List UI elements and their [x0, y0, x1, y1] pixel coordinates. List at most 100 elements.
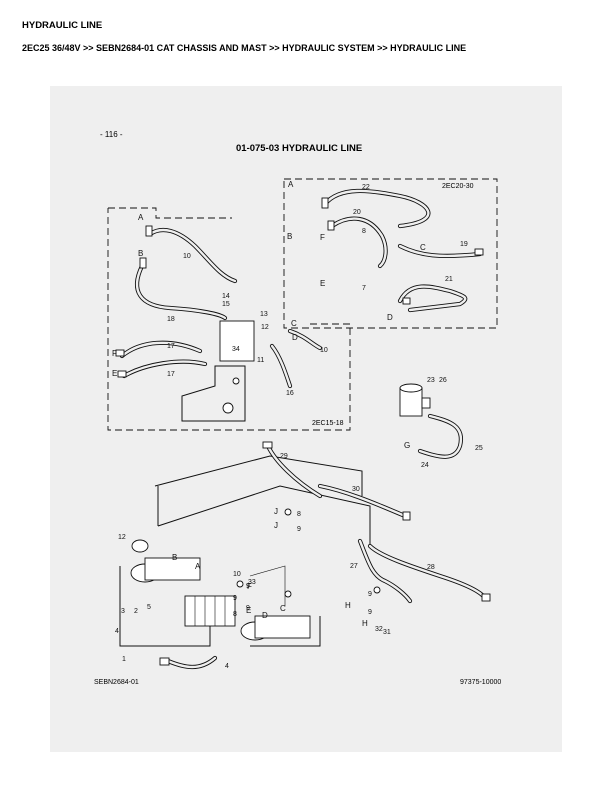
hose-17a: [119, 340, 203, 359]
svg-text:29: 29: [280, 453, 288, 460]
control-valve-stack: [184, 595, 236, 627]
svg-text:26: 26: [439, 377, 447, 384]
hose-27: [357, 538, 413, 604]
callout-labels: 22 20 19 21 8 7 10 18 17 17 14 15 13 12 …: [115, 184, 483, 670]
svg-text:20: 20: [353, 209, 361, 216]
hose-16: [269, 343, 293, 389]
svg-text:A: A: [288, 180, 294, 189]
svg-text:A: A: [138, 213, 144, 222]
svg-text:A: A: [195, 562, 201, 571]
svg-text:32: 32: [375, 626, 383, 633]
svg-text:B: B: [138, 249, 143, 258]
hose-22: [322, 188, 431, 229]
svg-text:D: D: [387, 313, 393, 322]
svg-text:16: 16: [286, 390, 294, 397]
svg-text:34: 34: [232, 346, 240, 353]
page-title: HYDRAULIC LINE: [22, 20, 103, 31]
svg-text:17: 17: [167, 343, 175, 350]
svg-text:9: 9: [368, 591, 372, 598]
inset-label-2ec15-18: 2EC15-18: [312, 420, 344, 427]
hose-18: [135, 263, 228, 321]
svg-text:8: 8: [362, 228, 366, 235]
hose-19: [397, 243, 483, 259]
svg-text:F: F: [112, 349, 117, 358]
svg-text:10: 10: [233, 571, 241, 578]
inset-frame-2ec15-18: [107, 207, 351, 431]
svg-text:9: 9: [297, 526, 301, 533]
svg-text:C: C: [291, 319, 297, 328]
svg-text:H: H: [362, 619, 368, 628]
svg-text:J: J: [274, 521, 278, 530]
svg-text:23: 23: [427, 377, 435, 384]
hose-4: [165, 655, 218, 670]
steering-unit: [399, 383, 431, 417]
svg-text:E: E: [246, 606, 251, 615]
svg-text:19: 19: [460, 241, 468, 248]
svg-text:F: F: [247, 582, 252, 591]
svg-text:H: H: [345, 601, 351, 610]
svg-text:7: 7: [362, 285, 366, 292]
svg-text:10: 10: [320, 347, 328, 354]
svg-text:1: 1: [122, 656, 126, 663]
footer-figure-number: 97375-10000: [460, 679, 502, 686]
svg-text:9: 9: [246, 583, 250, 590]
svg-text:J: J: [274, 507, 278, 516]
page-number: - 116 -: [100, 130, 123, 139]
svg-text:14: 14: [222, 293, 230, 300]
svg-text:8: 8: [233, 611, 237, 618]
svg-text:C: C: [280, 604, 286, 613]
svg-text:21: 21: [445, 276, 453, 283]
svg-text:2: 2: [134, 608, 138, 615]
diagram-title: 01-075-03 HYDRAULIC LINE: [236, 143, 363, 154]
svg-text:C: C: [420, 243, 426, 252]
svg-text:30: 30: [352, 486, 360, 493]
hose-29: [265, 443, 323, 499]
svg-text:E: E: [112, 369, 117, 378]
svg-text:12: 12: [261, 324, 269, 331]
svg-text:3: 3: [121, 608, 125, 615]
svg-text:18: 18: [167, 316, 175, 323]
svg-text:9: 9: [246, 605, 250, 612]
hose-10b: [287, 328, 323, 351]
parts-diagram: 22 20 19 21 8 7 10 18 17 17 14 15 13 12 …: [50, 86, 562, 752]
connection-letters: A B F C E D A B F E C D G J J B A F E D …: [112, 180, 426, 628]
svg-text:G: G: [404, 441, 410, 450]
svg-text:27: 27: [350, 563, 358, 570]
svg-text:28: 28: [427, 564, 435, 571]
mast-cylinders: [130, 539, 311, 641]
svg-text:31: 31: [383, 629, 391, 636]
svg-text:33: 33: [248, 579, 256, 586]
svg-text:F: F: [320, 233, 325, 242]
inset-label-2ec20-30: 2EC20-30: [442, 183, 474, 190]
svg-text:8: 8: [297, 511, 301, 518]
hose-25: [417, 413, 464, 459]
valve-bracket: [181, 320, 255, 422]
fittings: [115, 197, 491, 666]
svg-text:D: D: [292, 333, 298, 342]
chassis-frame: [119, 455, 371, 647]
diagram-drawing: 22 20 19 21 8 7 10 18 17 17 14 15 13 12 …: [107, 178, 498, 670]
svg-text:17: 17: [167, 371, 175, 378]
svg-text:9: 9: [368, 609, 372, 616]
svg-text:15: 15: [222, 301, 230, 308]
svg-text:24: 24: [421, 462, 429, 469]
hose-17b: [121, 359, 208, 379]
svg-text:22: 22: [362, 184, 370, 191]
hose-10: [147, 227, 238, 284]
svg-text:B: B: [172, 553, 177, 562]
svg-text:4: 4: [225, 663, 229, 670]
svg-text:25: 25: [475, 445, 483, 452]
svg-text:B: B: [287, 232, 292, 241]
svg-text:12: 12: [118, 534, 126, 541]
footer-doc-number: SEBN2684-01: [94, 679, 139, 686]
svg-text:13: 13: [260, 311, 268, 318]
svg-text:9: 9: [233, 595, 237, 602]
svg-text:4: 4: [115, 628, 119, 635]
hose-20: [329, 216, 388, 269]
hose-21: [397, 284, 468, 313]
svg-text:D: D: [262, 611, 268, 620]
hose-30: [317, 483, 408, 519]
svg-text:10: 10: [183, 253, 191, 260]
breadcrumb: 2EC25 36/48V >> SEBN2684-01 CAT CHASSIS …: [22, 43, 467, 53]
svg-text:5: 5: [147, 604, 151, 611]
